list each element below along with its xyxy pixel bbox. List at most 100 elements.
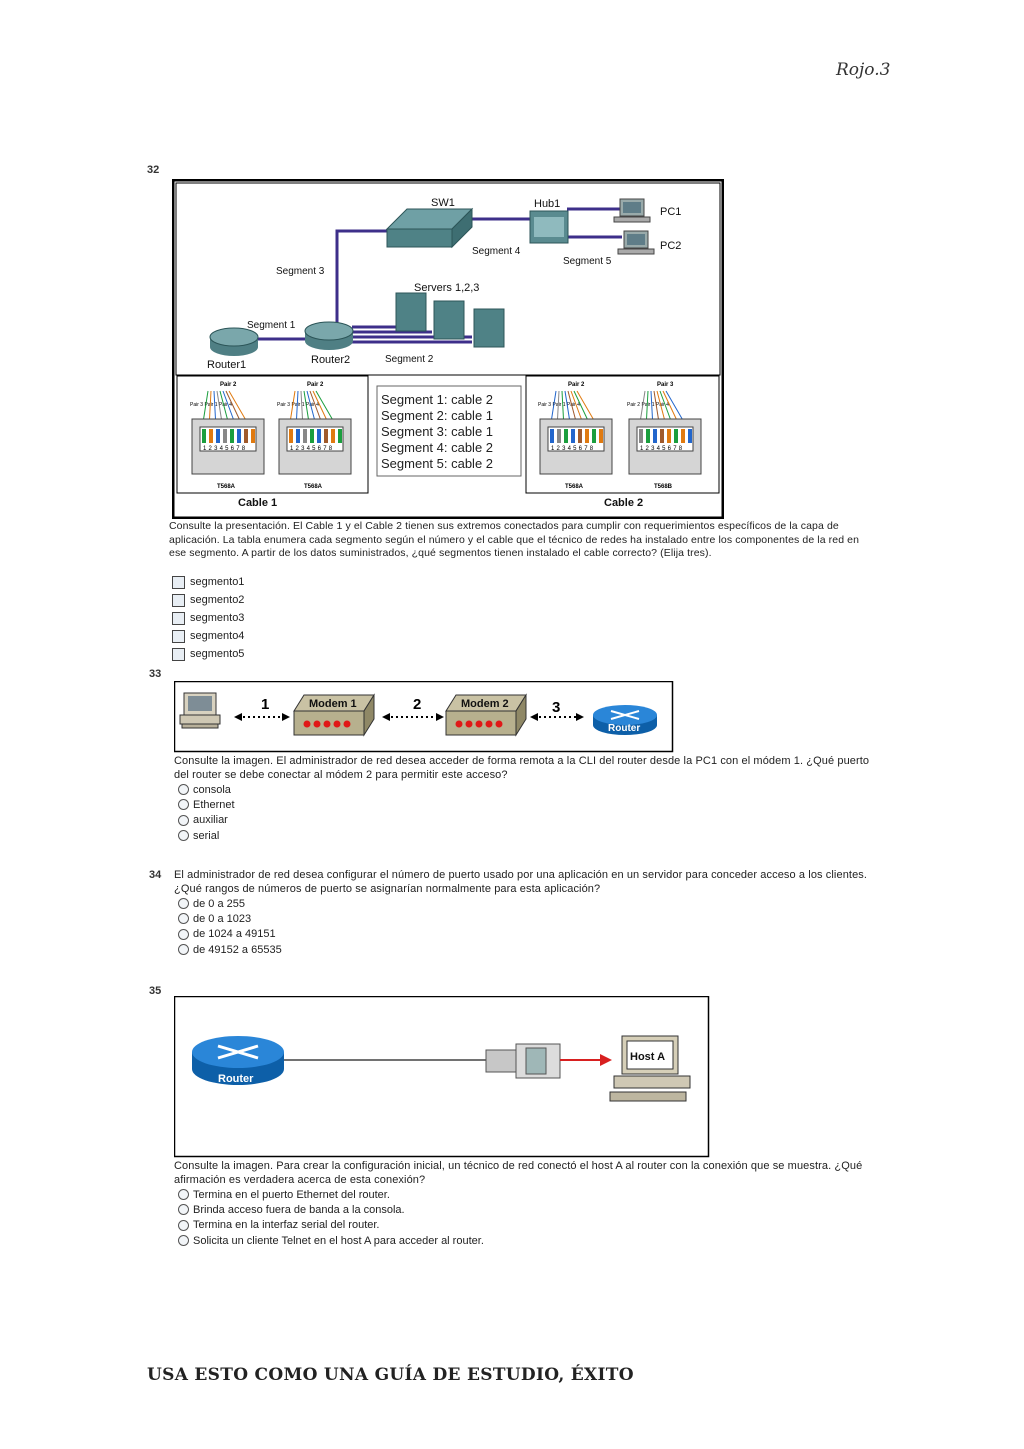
pin bbox=[223, 429, 227, 443]
router2-icon bbox=[304, 321, 354, 350]
table-row: Segment 2: cable 1 bbox=[381, 408, 493, 423]
radio-button[interactable] bbox=[178, 830, 189, 842]
standard-label: T568B bbox=[654, 484, 673, 490]
option[interactable]: auxiliar bbox=[178, 813, 235, 828]
checkbox[interactable] bbox=[172, 575, 185, 589]
pin bbox=[571, 429, 575, 443]
label-segment4: Segment 4 bbox=[472, 246, 521, 257]
standard-label: T568A bbox=[217, 484, 236, 490]
label-pc2: PC2 bbox=[660, 240, 681, 252]
pin bbox=[674, 429, 678, 443]
option[interactable]: segmento5 bbox=[172, 645, 244, 663]
checkbox[interactable] bbox=[172, 593, 185, 607]
option[interactable]: Termina en el puerto Ethernet del router… bbox=[178, 1187, 484, 1202]
radio-button[interactable] bbox=[178, 1204, 189, 1216]
option[interactable]: de 0 a 1023 bbox=[178, 911, 282, 926]
checkbox[interactable] bbox=[172, 629, 185, 643]
checkbox[interactable] bbox=[172, 647, 185, 661]
pin bbox=[681, 429, 685, 443]
radio-button[interactable] bbox=[178, 928, 189, 940]
radio-button[interactable] bbox=[178, 799, 189, 811]
pin-numbers: 12345678 bbox=[640, 446, 684, 452]
label-router1: Router1 bbox=[207, 359, 246, 371]
radio-button[interactable] bbox=[178, 913, 189, 925]
host-label: Host A bbox=[630, 1051, 665, 1063]
host-a-icon: Host A bbox=[609, 1035, 691, 1102]
option-label: Termina en la interfaz serial del router… bbox=[193, 1219, 380, 1232]
table-row: Segment 4: cable 2 bbox=[381, 440, 493, 455]
table-row: Segment 5: cable 2 bbox=[381, 456, 493, 471]
router-label: Router bbox=[608, 723, 640, 734]
pair-label: Pair 3 Pair 1 Pair 4 bbox=[277, 402, 319, 408]
db9-connector-icon bbox=[485, 1043, 561, 1079]
question-number: 34 bbox=[149, 869, 162, 881]
radio-button[interactable] bbox=[178, 944, 189, 956]
pc-icon bbox=[179, 692, 221, 729]
pin bbox=[209, 429, 213, 443]
pin bbox=[216, 429, 220, 443]
radio-button[interactable] bbox=[178, 784, 189, 796]
router-label: Router bbox=[218, 1073, 254, 1085]
label-segment5: Segment 5 bbox=[563, 256, 612, 267]
pc2-icon bbox=[617, 230, 655, 255]
question-text: Consulte la imagen. Para crear la config… bbox=[174, 1160, 863, 1186]
radio-button[interactable] bbox=[178, 1189, 189, 1201]
router1-icon bbox=[209, 327, 259, 356]
option[interactable]: Ethernet bbox=[178, 797, 235, 812]
radio-button[interactable] bbox=[178, 898, 189, 910]
pin bbox=[592, 429, 596, 443]
option[interactable]: de 1024 a 49151 bbox=[178, 927, 282, 942]
option-label: de 49152 a 65535 bbox=[193, 943, 282, 956]
option[interactable]: segmento4 bbox=[172, 627, 244, 645]
radio-button[interactable] bbox=[178, 814, 189, 826]
pin bbox=[646, 429, 650, 443]
pin bbox=[230, 429, 234, 443]
pin bbox=[338, 429, 342, 443]
label-segment3: Segment 3 bbox=[276, 266, 325, 277]
option-label: auxiliar bbox=[193, 814, 228, 827]
option[interactable]: de 49152 a 65535 bbox=[178, 942, 282, 957]
page-header-note: Rojo.3 bbox=[836, 60, 891, 80]
radio-button[interactable] bbox=[178, 1235, 189, 1247]
option-label: serial bbox=[193, 829, 220, 842]
pair-label: Pair 2 bbox=[568, 382, 585, 388]
pin bbox=[251, 429, 255, 443]
option[interactable]: serial bbox=[178, 828, 235, 843]
checkbox[interactable] bbox=[172, 611, 185, 625]
pin bbox=[310, 429, 314, 443]
pair-label: Pair 3 Pair 1 Pair 4 bbox=[538, 402, 580, 408]
option[interactable]: Solicita un cliente Telnet en el host A … bbox=[178, 1233, 484, 1248]
option[interactable]: segmento3 bbox=[172, 609, 244, 627]
pin bbox=[557, 429, 561, 443]
option[interactable]: de 0 a 255 bbox=[178, 896, 282, 911]
pin bbox=[303, 429, 307, 443]
question-text: Consulte la presentación. El Cable 1 y e… bbox=[169, 520, 860, 559]
radio-group: consola Ethernet auxiliar serial bbox=[178, 782, 235, 843]
pair-label: Pair 2 bbox=[220, 382, 237, 388]
option[interactable]: Brinda acceso fuera de banda a la consol… bbox=[178, 1202, 484, 1217]
pair-label: Pair 2 Pair 1 Pair 4 bbox=[627, 402, 669, 408]
option[interactable]: segmento1 bbox=[172, 573, 244, 591]
question-number: 35 bbox=[149, 985, 162, 997]
link-number: 2 bbox=[413, 696, 421, 713]
label-segment2: Segment 2 bbox=[385, 354, 434, 365]
pair-label: Pair 3 bbox=[657, 382, 674, 388]
option[interactable]: consola bbox=[178, 782, 235, 797]
checkbox-group: segmento1 segmento2 segmento3 segmento4 … bbox=[172, 573, 244, 663]
option[interactable]: Termina en la interfaz serial del router… bbox=[178, 1218, 484, 1233]
pin bbox=[578, 429, 582, 443]
pin bbox=[331, 429, 335, 443]
radio-button[interactable] bbox=[178, 1219, 189, 1231]
option[interactable]: segmento2 bbox=[172, 591, 244, 609]
pin bbox=[688, 429, 692, 443]
table-row: Segment 3: cable 1 bbox=[381, 424, 493, 439]
modem2-label: Modem 2 bbox=[461, 698, 509, 710]
option-label: Ethernet bbox=[193, 798, 235, 811]
pin bbox=[244, 429, 248, 443]
question-number: 32 bbox=[147, 164, 160, 176]
option-label: de 0 a 1023 bbox=[193, 912, 252, 925]
radio-group: de 0 a 255 de 0 a 1023 de 1024 a 49151 d… bbox=[178, 896, 282, 957]
